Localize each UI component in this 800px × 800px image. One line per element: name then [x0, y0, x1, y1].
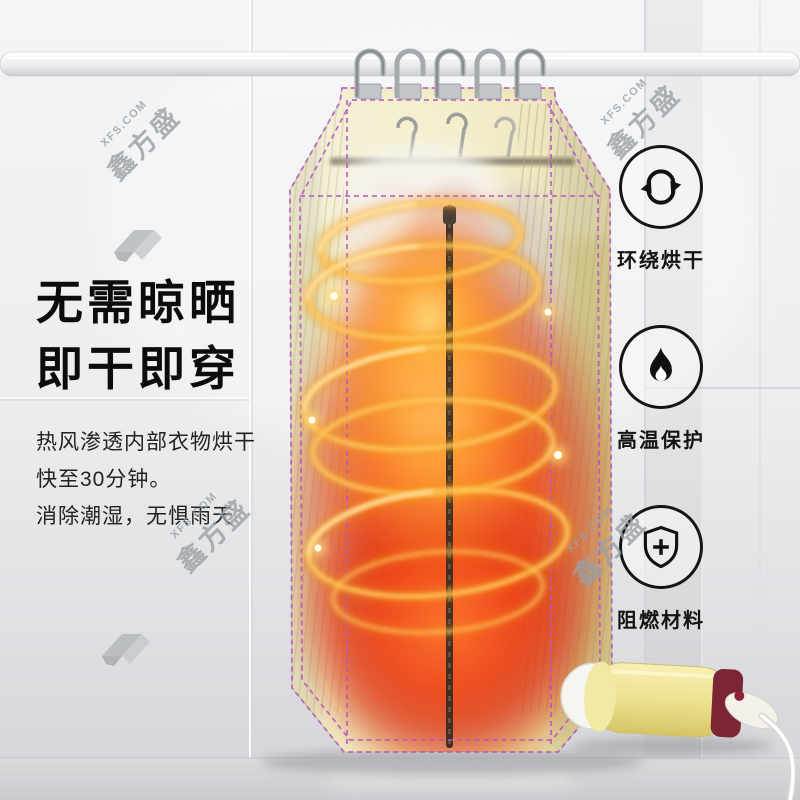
zipper — [443, 205, 456, 748]
flares — [304, 287, 567, 556]
stitching — [289, 87, 613, 753]
feature-high-temp-protection: 高温保护 — [617, 325, 705, 453]
bag-shadow — [260, 749, 644, 775]
hanger-hook — [494, 116, 516, 158]
power-cord — [758, 712, 797, 800]
hanger-hook — [446, 112, 468, 158]
heater-shadow — [572, 737, 772, 755]
headline-line1: 无需晾晒 — [36, 276, 240, 329]
heater-unit — [560, 661, 779, 738]
description-line3: 消除潮湿，无惧雨天 — [36, 505, 234, 528]
description-line1: 热风渗透内部衣物烘干 — [36, 431, 256, 454]
feature-surround-drying: 环绕烘干 — [617, 145, 705, 273]
feature-label: 阻燃材料 — [617, 610, 705, 632]
brand-logo-mark-icon — [108, 216, 164, 272]
flame-icon — [619, 325, 703, 409]
heat-glow — [290, 195, 612, 752]
hooks — [354, 48, 546, 100]
heat-rings — [300, 198, 572, 637]
feature-flame-retardant: 阻燃材料 — [617, 505, 705, 633]
feature-list: 环绕烘干 高温保护 阻燃材料 — [604, 145, 718, 633]
description-line2: 快至30分钟。 — [36, 468, 172, 491]
shield-plus-icon — [619, 505, 703, 589]
cycle-arrows-icon — [619, 145, 703, 229]
feature-label: 高温保护 — [617, 430, 705, 452]
headline: 无需晾晒 即干即穿 — [36, 270, 240, 402]
headline-line2: 即干即穿 — [36, 342, 240, 395]
brand-logo-mark-icon — [96, 620, 152, 676]
feature-label: 环绕烘干 — [617, 250, 705, 272]
hanger-hook — [396, 116, 418, 160]
description: 热风渗透内部衣物烘干 快至30分钟。 消除潮湿，无惧雨天 — [36, 424, 256, 535]
